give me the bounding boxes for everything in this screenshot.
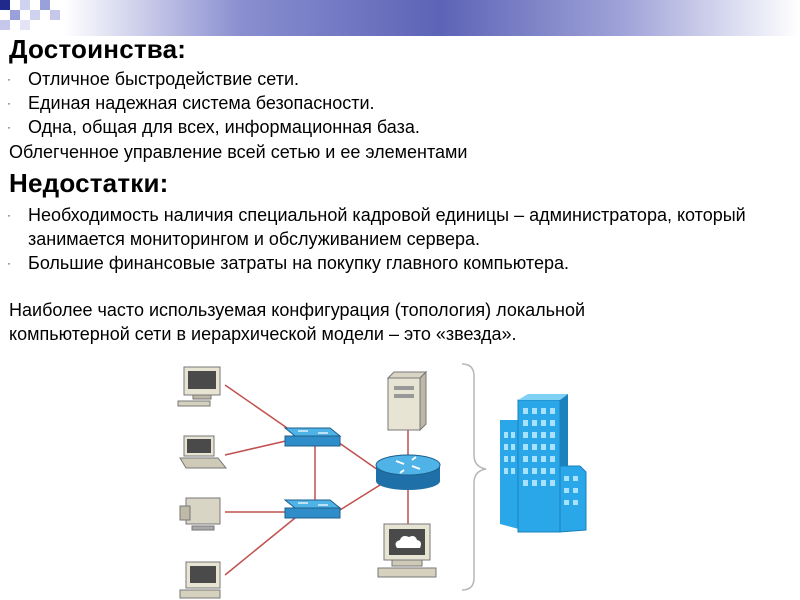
pros-list: ·Отличное быстродействие сети. ·Единая н… xyxy=(0,67,420,139)
workstation-icon xyxy=(179,561,221,599)
pros-heading: Достоинства: xyxy=(9,34,187,64)
list-item: ·Необходимость наличия специальной кадро… xyxy=(7,205,746,249)
bullet-icon: · xyxy=(7,208,11,222)
checker-decoration xyxy=(0,0,66,36)
switch-icon xyxy=(283,427,342,447)
conclusion-text: Наиболее часто используемая конфигурация… xyxy=(9,300,586,344)
slide-header-band xyxy=(0,0,800,36)
bullet-icon: · xyxy=(7,120,11,134)
switch-icon xyxy=(283,499,342,519)
pros-extra-text: Облегченное управление всей сетью и ее э… xyxy=(9,142,468,162)
list-item: ·Большие финансовые затраты на покупку г… xyxy=(7,253,569,273)
server-icon xyxy=(386,370,428,432)
bullet-icon: · xyxy=(7,256,11,270)
router-icon xyxy=(375,454,441,490)
cloud-terminal-icon xyxy=(377,523,437,578)
printer-icon xyxy=(179,497,221,531)
laptop-icon xyxy=(179,435,228,469)
list-item: ·Отличное быстродействие сети. xyxy=(7,69,300,89)
bullet-icon: · xyxy=(7,72,11,86)
cons-list: ·Необходимость наличия специальной кадро… xyxy=(0,203,760,275)
desktop-pc-icon xyxy=(177,366,221,407)
network-links xyxy=(224,384,409,576)
bullet-icon: · xyxy=(7,96,11,110)
list-item: ·Единая надежная система безопасности. xyxy=(7,93,375,113)
office-building-icon xyxy=(500,394,587,533)
cons-heading: Недостатки: xyxy=(9,168,169,198)
grouping-brace xyxy=(461,363,487,591)
list-item: ·Одна, общая для всех, информационная ба… xyxy=(7,117,420,137)
